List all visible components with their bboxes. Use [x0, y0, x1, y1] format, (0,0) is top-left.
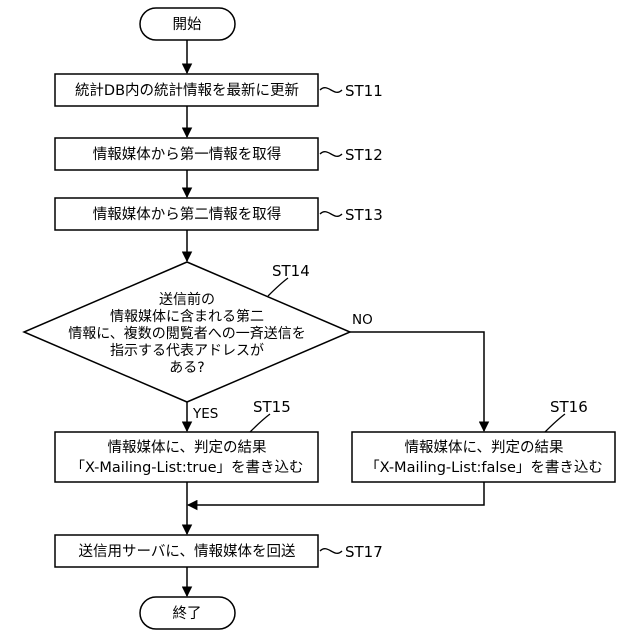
arrow-st14-st16	[350, 332, 484, 431]
st13-label: ST13	[345, 206, 383, 224]
st14-connector	[268, 278, 288, 296]
st14-label: ST14	[272, 262, 310, 280]
st14-line-5: ある?	[169, 360, 204, 376]
st16-label: ST16	[550, 398, 588, 416]
st14-line-3: 情報に、複数の閲覧者への一斉送信を	[68, 325, 306, 342]
st16-connector	[545, 414, 565, 432]
st15-connector	[250, 414, 270, 432]
st17-text: 送信用サーバに、情報媒体を回送	[79, 543, 296, 560]
st12-connector	[320, 152, 342, 157]
st16-line-2: 「X-Mailing-List:false」を書き込む	[365, 459, 603, 476]
st14-line-2: 情報媒体に含まれる第二	[110, 308, 264, 325]
st13-connector	[320, 212, 342, 217]
branch-yes-label: YES	[192, 406, 218, 422]
st11-text: 統計DB内の統計情報を最新に更新	[75, 82, 299, 99]
st14-line-4: 指示する代表アドレスが	[110, 343, 264, 359]
st12-text: 情報媒体から第一情報を取得	[93, 145, 282, 163]
branch-no-label: NO	[352, 312, 373, 328]
st15-line-2: 「X-Mailing-List:true」を書き込む	[70, 459, 303, 476]
st17-label: ST17	[345, 543, 383, 561]
st16-line-1: 情報媒体に、判定の結果	[404, 439, 563, 456]
st12-label: ST12	[345, 146, 383, 164]
st15-line-1: 情報媒体に、判定の結果	[107, 439, 266, 456]
st11-label: ST11	[345, 82, 383, 100]
st15-label: ST15	[253, 398, 291, 416]
st11-connector	[320, 88, 342, 93]
end-text: 終了	[173, 605, 202, 622]
arrow-st16-merge	[188, 482, 484, 505]
st14-line-1: 送信前の	[159, 291, 215, 308]
st13-text: 情報媒体から第二情報を取得	[93, 205, 282, 223]
start-text: 開始	[173, 16, 202, 33]
st17-connector	[320, 549, 342, 554]
